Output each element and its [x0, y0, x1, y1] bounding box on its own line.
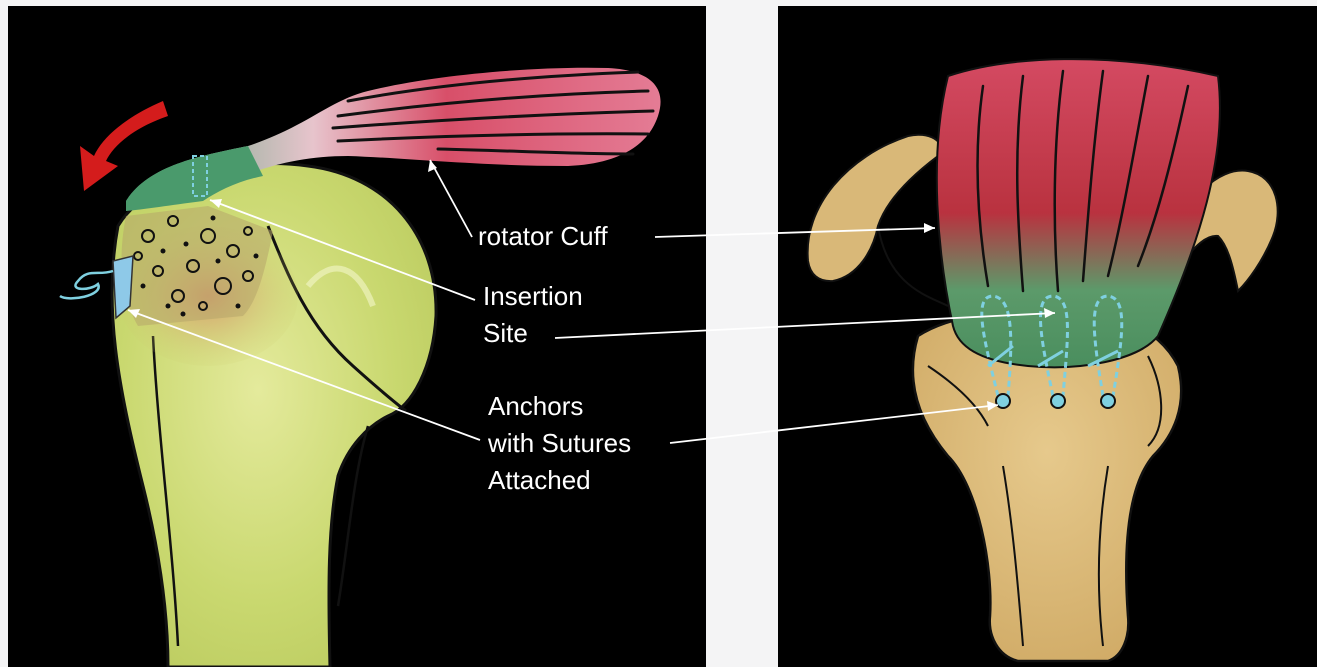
scapula-left-process	[808, 135, 941, 281]
left-illustration-panel	[8, 6, 706, 667]
rotator-cuff-label: rotator Cuff	[478, 218, 608, 255]
suture-thread	[60, 271, 113, 298]
insertion-site-label: Insertion Site	[483, 278, 583, 352]
humerus-torn-cuff-illustration	[8, 6, 706, 667]
anchors-with-sutures-label: Anchors with Sutures Attached	[488, 388, 631, 499]
repaired-cuff-illustration	[778, 6, 1317, 667]
right-illustration-panel	[778, 6, 1317, 667]
